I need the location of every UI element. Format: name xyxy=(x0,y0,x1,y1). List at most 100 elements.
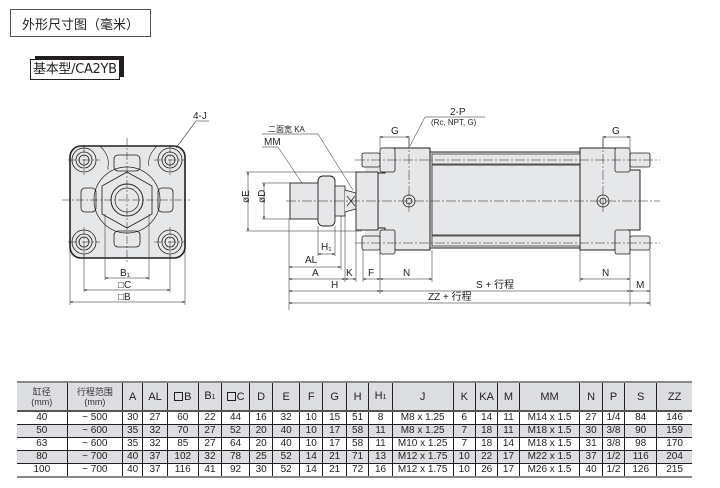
cell-b: 85 xyxy=(166,437,199,451)
cell-m: 17 xyxy=(497,463,520,477)
cell-al: 32 xyxy=(142,437,168,451)
front-view xyxy=(62,120,209,305)
cell-g: 21 xyxy=(322,463,347,477)
cell-bore: 63 xyxy=(36,438,48,449)
cell-j: M12 x 1.75 xyxy=(391,463,454,477)
cell-h: 58 xyxy=(345,424,369,438)
cell-k: 6 xyxy=(452,411,476,425)
cell-h: 51 xyxy=(345,411,369,425)
cell-k: 7 xyxy=(452,437,476,451)
cell-h1: 8 xyxy=(368,411,393,425)
cell-b: 70 xyxy=(166,424,199,438)
cell-d: 20 xyxy=(248,424,273,438)
cell-al: 37 xyxy=(142,450,168,464)
label-h: H xyxy=(331,280,338,291)
side-view xyxy=(246,116,660,310)
label-g-right: G xyxy=(612,126,620,137)
cell-zz: 146 xyxy=(656,411,692,425)
cell-e: 40 xyxy=(272,437,300,451)
header-label: M xyxy=(503,390,514,403)
column-header-al: AL xyxy=(142,381,168,412)
cell-j: M12 x 1.75 xyxy=(391,450,454,464)
label-mm: MM xyxy=(264,137,281,148)
cell-h1: 11 xyxy=(368,437,393,451)
cell-m: 14 xyxy=(497,437,520,451)
cell-j: M8 x 1.25 xyxy=(391,411,454,425)
cell-ka: 26 xyxy=(474,463,498,477)
cell-zz: 159 xyxy=(656,424,692,438)
cell-n: 37 xyxy=(579,450,603,464)
cell-stroke: ~ 700 xyxy=(66,463,123,477)
column-header-f: F xyxy=(299,381,323,412)
cell-bore: 40 xyxy=(36,412,48,423)
label-across-flats: 二面宽 KA xyxy=(268,124,306,134)
cell-al: 27 xyxy=(142,411,168,425)
header-label: H xyxy=(353,390,362,403)
cell-s: 126 xyxy=(624,463,657,477)
cell-mm: M22 x 1.5 xyxy=(518,450,580,464)
header-unit: (mm) xyxy=(84,396,106,407)
column-header-e: E xyxy=(272,381,300,412)
cell-g: 17 xyxy=(322,437,347,451)
column-header-s: S xyxy=(624,381,657,412)
cell-c: 78 xyxy=(221,450,250,464)
cell-b: 102 xyxy=(166,450,199,464)
header-label: H xyxy=(374,389,383,402)
cell-e: 40 xyxy=(272,424,300,438)
cell-g: 17 xyxy=(322,424,347,438)
label-2p: 2-P xyxy=(450,107,466,118)
header-label: K xyxy=(460,390,468,403)
cell-zz: 215 xyxy=(656,463,692,477)
column-header-j: J xyxy=(391,381,454,412)
cell-stroke: ~ 600 xyxy=(66,437,123,451)
cell-stroke: ~ 700 xyxy=(66,450,123,464)
cell-a: 35 xyxy=(122,424,143,438)
square-symbol-icon xyxy=(174,391,184,401)
cell-e: 32 xyxy=(272,411,300,425)
column-header-p: P xyxy=(601,381,625,412)
header-label: MM xyxy=(540,390,559,403)
header-label: C xyxy=(236,390,245,403)
header-label: ZZ xyxy=(667,390,682,403)
cell-k: 10 xyxy=(452,463,476,477)
cell-p: 1/4 xyxy=(601,411,625,425)
label-al: AL xyxy=(305,255,318,266)
cell-bore: 50 xyxy=(36,425,48,436)
page-title: 外形尺寸图（毫米） xyxy=(10,9,151,37)
cell-ka: 18 xyxy=(474,437,498,451)
label-b1: B₁ xyxy=(120,268,131,279)
cell-n: 27 xyxy=(579,411,603,425)
header-subscript: 1 xyxy=(382,393,387,401)
column-header-ka: KA xyxy=(474,381,498,412)
header-label: S xyxy=(637,390,645,403)
cell-ka: 18 xyxy=(474,424,498,438)
cell-mm: M18 x 1.5 xyxy=(518,424,580,438)
label-g-left: G xyxy=(391,126,399,137)
cell-h1: 16 xyxy=(368,463,393,477)
column-header-h: H xyxy=(345,381,369,412)
cell-m: 11 xyxy=(497,411,520,425)
header-label: P xyxy=(609,390,618,403)
cell-h1: 11 xyxy=(368,424,393,438)
label-n-right: N xyxy=(602,268,609,279)
cell-d: 30 xyxy=(248,463,273,477)
cell-f: 10 xyxy=(299,411,323,425)
cell-b1: 27 xyxy=(197,437,222,451)
model-label-tag: 基本型/CA2YB xyxy=(30,56,124,80)
cell-ka: 14 xyxy=(474,411,498,425)
column-header-b1: B1 xyxy=(197,381,222,412)
cell-s: 90 xyxy=(624,424,657,438)
cell-h: 58 xyxy=(345,437,369,451)
cell-a: 40 xyxy=(122,463,143,477)
column-header-d: D xyxy=(248,381,273,412)
cell-s: 84 xyxy=(624,411,657,425)
cell-n: 31 xyxy=(579,437,603,451)
header-label: G xyxy=(330,390,339,403)
header-label: 缸径 xyxy=(32,386,51,397)
cell-b1: 22 xyxy=(197,411,222,425)
